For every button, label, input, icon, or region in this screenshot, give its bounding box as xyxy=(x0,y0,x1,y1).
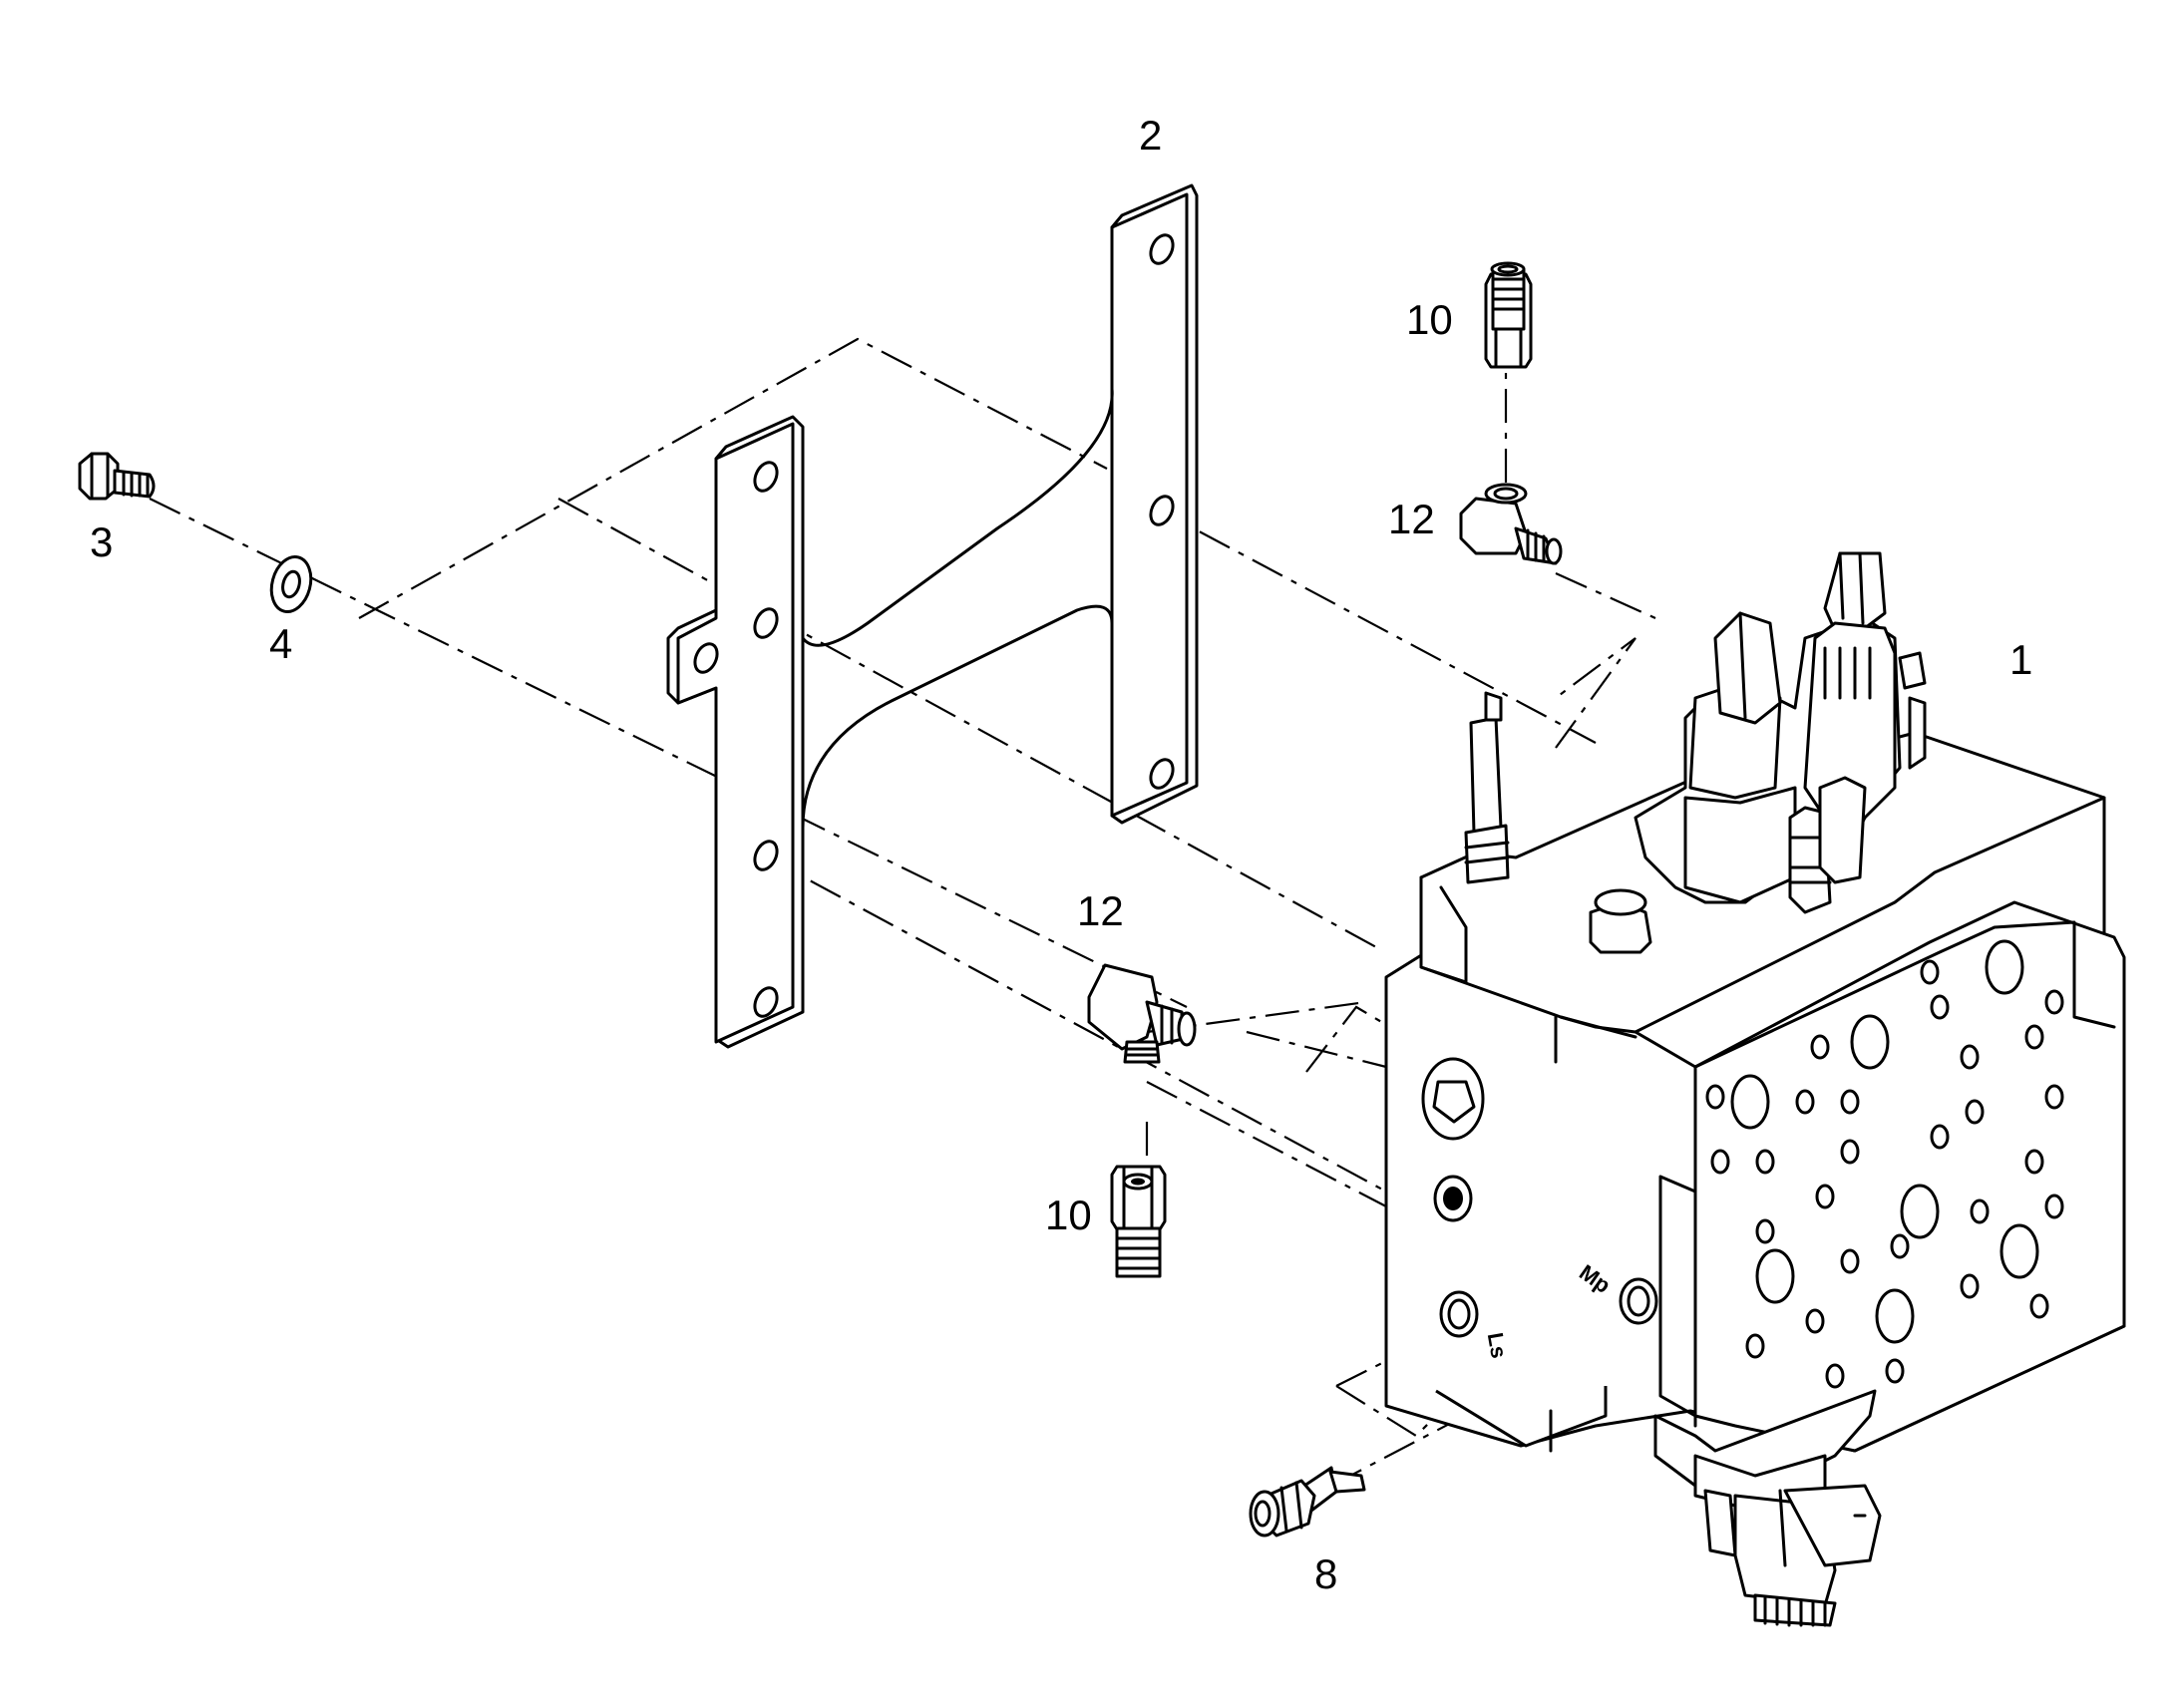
port-label-ls: Ls xyxy=(1483,1331,1512,1361)
callout-12-top: 12 xyxy=(1388,496,1435,542)
valve-block-part-1: Ls Mp xyxy=(1384,551,2126,1627)
right-face-ports xyxy=(1705,939,2064,1389)
elbow-fitting-part-12-bottom xyxy=(1087,963,1197,1064)
callout-4: 4 xyxy=(269,620,292,667)
callout-12-bottom: 12 xyxy=(1077,887,1124,934)
front-face-features xyxy=(1421,1057,1658,1338)
fitting-part-8 xyxy=(1249,1466,1366,1537)
coupling-part-10-top xyxy=(1484,261,1533,369)
callout-1: 1 xyxy=(2009,636,2032,683)
callout-2: 2 xyxy=(1139,112,1162,159)
callout-10-top: 10 xyxy=(1406,296,1453,343)
bolt-part-3 xyxy=(78,452,156,501)
callouts: 1 2 3 4 8 10 10 12 12 xyxy=(90,112,2032,1597)
elbow-fitting-part-12-top xyxy=(1459,483,1563,565)
callout-3: 3 xyxy=(90,518,113,565)
bracket-plate-part-2 xyxy=(801,183,1199,830)
coupling-part-10-bottom xyxy=(1110,1165,1167,1278)
callout-8: 8 xyxy=(1314,1550,1337,1597)
callout-10-bottom: 10 xyxy=(1045,1192,1092,1238)
bracket-plate-rear xyxy=(666,415,805,1049)
bottom-solenoid xyxy=(1653,1389,1882,1627)
washer-part-4 xyxy=(269,555,313,613)
top-valve-cluster xyxy=(1464,551,1927,954)
